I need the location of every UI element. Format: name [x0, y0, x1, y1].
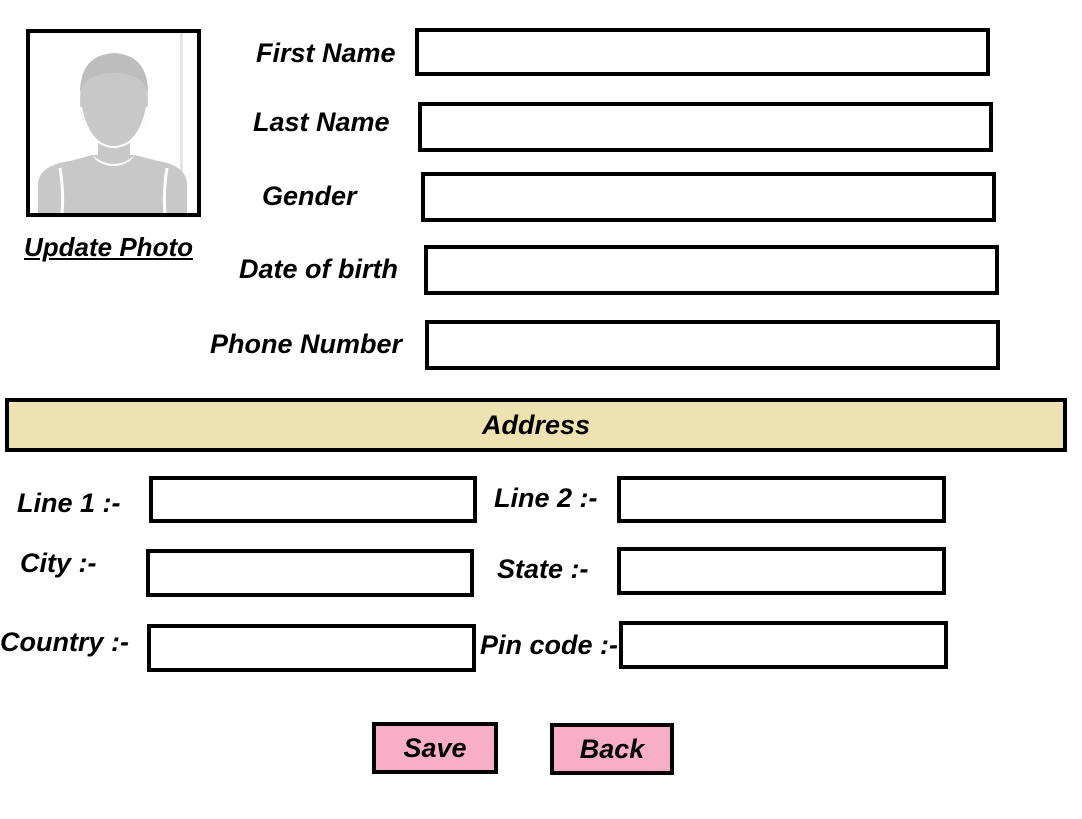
- gender-label: Gender: [262, 181, 357, 211]
- first-name-field[interactable]: [415, 28, 990, 76]
- pin-code-field[interactable]: [619, 621, 948, 669]
- address-section-title: Address: [481, 409, 591, 440]
- line-2-field[interactable]: [617, 476, 946, 523]
- state-label: State :-: [497, 554, 589, 584]
- line-1-field[interactable]: [149, 476, 477, 523]
- first-name-label: First Name: [256, 38, 396, 68]
- last-name-label: Last Name: [253, 107, 390, 137]
- profile-photo: [26, 29, 201, 217]
- phone-number-label: Phone Number: [210, 329, 403, 359]
- update-photo-link[interactable]: Update Photo: [24, 232, 193, 262]
- gender-field[interactable]: [421, 172, 996, 222]
- user-silhouette-icon: [30, 33, 197, 213]
- line-2-label: Line 2 :-: [494, 483, 598, 513]
- country-label: Country :-: [0, 627, 129, 657]
- line-1-label: Line 1 :-: [17, 488, 121, 518]
- phone-number-field[interactable]: [425, 320, 1000, 370]
- address-section-header: Address: [5, 398, 1067, 452]
- state-field[interactable]: [617, 547, 946, 595]
- city-field[interactable]: [146, 549, 474, 597]
- save-button[interactable]: Save: [372, 722, 498, 774]
- date-of-birth-label: Date of birth: [239, 254, 398, 284]
- date-of-birth-field[interactable]: [424, 245, 999, 295]
- last-name-field[interactable]: [418, 102, 993, 152]
- pin-code-label: Pin code :-: [480, 630, 619, 660]
- country-field[interactable]: [147, 624, 476, 672]
- back-button[interactable]: Back: [550, 723, 674, 775]
- city-label: City :-: [20, 548, 97, 578]
